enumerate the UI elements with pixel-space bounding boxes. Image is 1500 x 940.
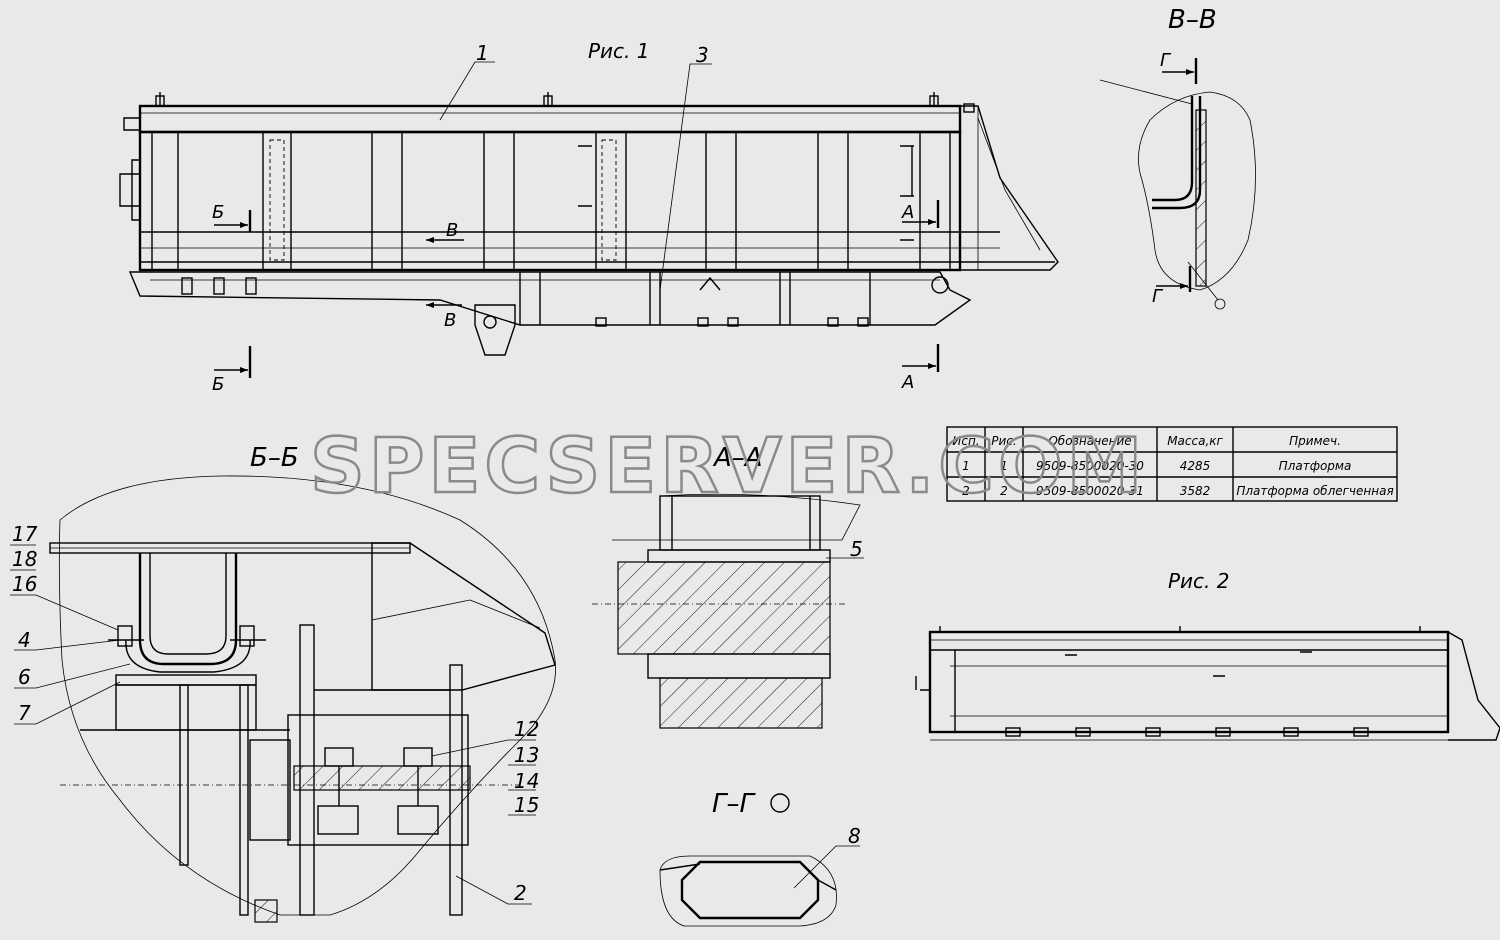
callout-7: 7 xyxy=(18,701,31,725)
table-cell: Платформа облегченная xyxy=(1236,484,1393,498)
clamp-bolts xyxy=(108,625,266,647)
callout-15: 15 xyxy=(514,793,539,817)
svg-text:Б: Б xyxy=(212,374,224,395)
watermark: SPECSERVER.COM xyxy=(310,421,1146,510)
table-header-isp: Исп. xyxy=(952,434,979,448)
callout-6: 6 xyxy=(18,665,31,689)
callout-1: 1 xyxy=(476,41,489,65)
callout-12: 12 xyxy=(514,717,539,741)
figure-2-title: Рис. 2 xyxy=(1168,569,1230,593)
svg-text:В: В xyxy=(444,310,456,331)
table-cell: Платформа xyxy=(1279,459,1352,473)
section-bb-title: Б–Б xyxy=(250,443,299,473)
section-gg-title: Г–Г xyxy=(712,789,756,819)
hidden-locks xyxy=(269,139,914,261)
callout-14: 14 xyxy=(514,769,539,793)
cut-mark-v: В В xyxy=(426,220,464,331)
top-pins xyxy=(155,92,975,113)
table-cell: 4285 xyxy=(1180,459,1211,473)
table-header-designation: Обозначение xyxy=(1048,434,1131,448)
section-aa: А–А 5 xyxy=(592,443,864,729)
table-cell: 2 xyxy=(1000,484,1008,498)
section-bb: Б–Б xyxy=(10,443,556,923)
table-header-ris: Рис. xyxy=(991,434,1016,448)
svg-text:Б: Б xyxy=(212,202,224,223)
svg-text:В: В xyxy=(446,220,458,241)
subframe xyxy=(128,271,972,356)
table-cell: 1 xyxy=(962,459,970,473)
callout-17: 18 xyxy=(12,547,37,571)
table-cell: 1 xyxy=(1000,459,1008,473)
svg-text:А: А xyxy=(901,372,914,393)
callout-4: 4 xyxy=(18,628,31,652)
side-posts xyxy=(151,131,951,271)
table-header-note: Примеч. xyxy=(1289,434,1341,448)
variants-table: Исп. Рис. Обозначение Масса,кг Примеч. 1… xyxy=(946,426,1398,502)
callout-18: 16 xyxy=(12,572,37,596)
callout-3: 3 xyxy=(696,43,709,67)
table-cell: 2 xyxy=(962,484,970,498)
svg-text:А: А xyxy=(901,202,914,223)
section-aa-title: А–А xyxy=(712,443,763,473)
svg-text:Г: Г xyxy=(1152,286,1164,307)
callout-8: 8 xyxy=(848,824,861,848)
callout-5: 5 xyxy=(850,537,863,561)
table-cell: 3582 xyxy=(1180,484,1211,498)
section-vv-title: В–В xyxy=(1168,5,1217,35)
callout-2: 2 xyxy=(514,881,527,905)
cut-mark-b: Б Б xyxy=(212,202,252,395)
section-vv: В–В Г Г xyxy=(1099,5,1256,310)
figure-1-platform-side-view: Рис. 1 xyxy=(119,39,1059,395)
section-gg: Г–Г 8 xyxy=(659,789,861,927)
table-cell: 9509-8500020-30 xyxy=(1036,459,1144,473)
cut-mark-a: А А xyxy=(901,200,940,393)
rotation-symbol xyxy=(770,793,790,813)
figure-2-light-platform: Рис. 2 xyxy=(915,569,1500,741)
callout-16: 17 xyxy=(12,522,38,546)
svg-text:Г: Г xyxy=(1160,50,1172,71)
table-cell: 9509-8500020-31 xyxy=(1036,484,1144,498)
figure-1-title: Рис. 1 xyxy=(588,39,650,63)
callout-13: 13 xyxy=(514,743,539,767)
table-header-mass: Масса,кг xyxy=(1167,434,1223,448)
